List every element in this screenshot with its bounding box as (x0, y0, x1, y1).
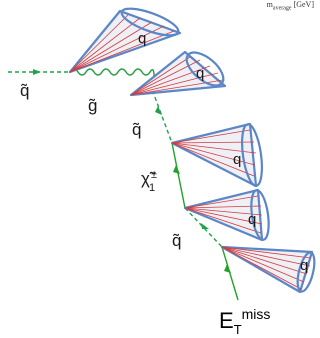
gluino-line (70, 69, 154, 76)
squark-in-label: q̃ (20, 81, 29, 100)
met-sub: T (234, 322, 242, 337)
squark-mid-arrow (155, 106, 162, 115)
met-label: ETmiss (219, 306, 270, 337)
squark-in-arrow (33, 69, 41, 75)
chargino-sub: 1 (149, 182, 155, 194)
jet-label-4: q (248, 211, 256, 228)
chargino-arrow (173, 165, 180, 174)
jet-label-5: q (300, 257, 308, 274)
jet-label-3: q (233, 151, 241, 168)
met-sup: miss (242, 306, 271, 322)
chargino-line (172, 143, 185, 208)
squark-low-label: q̃ (172, 231, 181, 250)
jet-cone-2 (131, 46, 229, 95)
gluino-label: g̃ (88, 96, 97, 115)
met-base: E (219, 308, 234, 333)
squark-low-arrow (201, 223, 209, 229)
jet-label-2: q (196, 65, 204, 82)
jet-label-1: q (138, 30, 146, 47)
jet-cone-3 (172, 123, 265, 187)
chargino-label: χ̃±1 (141, 169, 157, 194)
jet-cone-4 (185, 189, 271, 241)
chargino-sup: ± (151, 169, 157, 181)
squark-mid-label: q̃ (132, 120, 141, 139)
met-arrow (224, 264, 231, 273)
jet-cone-1 (70, 3, 181, 72)
